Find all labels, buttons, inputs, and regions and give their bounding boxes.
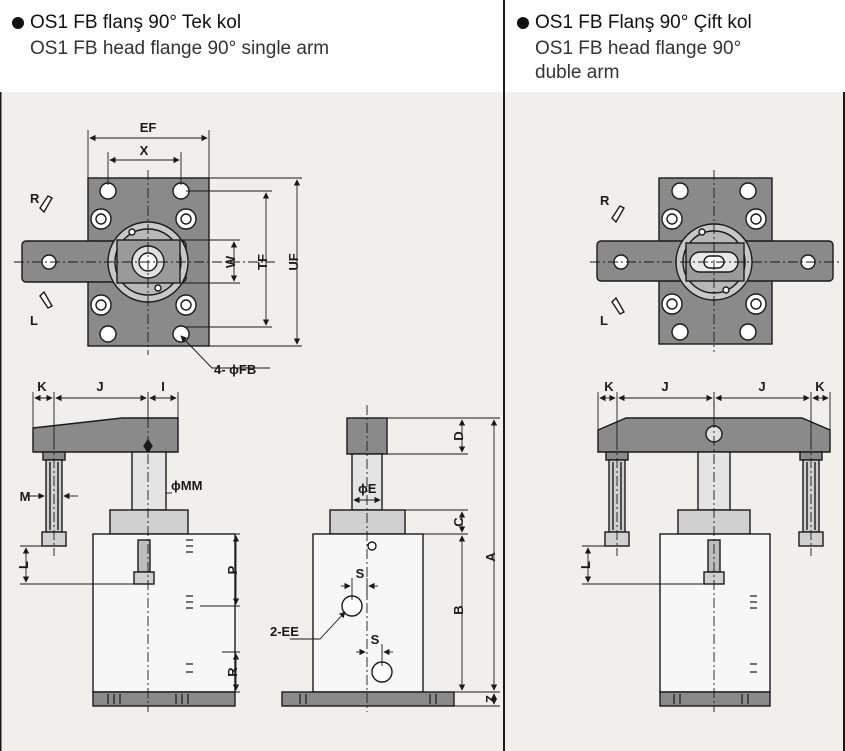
left-top-dimensions: [87, 130, 302, 369]
bullet-icon: [517, 17, 529, 29]
label-d: D: [451, 431, 466, 440]
right-panel-header: OS1 FB Flanş 90° Çift kol OS1 FB head fl…: [505, 0, 845, 92]
label-j-right-a: J: [661, 379, 668, 394]
label-l-right-front: L: [578, 561, 593, 569]
label-i: I: [161, 379, 165, 394]
label-p: P: [225, 565, 240, 574]
label-j-left: J: [96, 379, 103, 394]
label-uf: UF: [286, 253, 301, 270]
left-side-dimensions: [290, 417, 500, 707]
left-panel-title: OS1 FB flanş 90° Tek kol: [30, 12, 242, 33]
label-z: Z: [483, 695, 498, 703]
label-k-right-b: K: [815, 379, 825, 394]
label-tf: TF: [255, 254, 270, 270]
left-panel-subtitle: OS1 FB head flange 90° single arm: [30, 38, 330, 59]
label-r-left: R: [30, 191, 40, 206]
label-j-right-b: J: [758, 379, 765, 394]
label-2-ee: 2-EE: [270, 624, 299, 639]
label-k-right-a: K: [604, 379, 614, 394]
left-front-view: [32, 400, 236, 712]
right-top-view: [590, 170, 840, 352]
dimension-labels: EF X R L W TF UF 4- ϕFB K J I M ϕMM L P …: [16, 120, 825, 703]
right-panel-subtitle-line1: OS1 FB head flange 90°: [535, 38, 742, 59]
label-4-fb: 4- ϕFB: [214, 362, 256, 377]
label-s-lower: S: [371, 632, 380, 647]
label-b: B: [451, 605, 466, 614]
label-w: W: [223, 255, 238, 268]
right-panel-subtitle-line2: duble arm: [535, 62, 620, 83]
bullet-icon: [12, 17, 24, 29]
left-front-dimensions: [20, 392, 240, 693]
label-m: M: [20, 489, 31, 504]
label-c: C: [451, 517, 466, 527]
left-top-view: [14, 170, 275, 355]
label-r-right: R: [600, 193, 610, 208]
label-l-left: L: [30, 313, 38, 328]
left-panel-header: OS1 FB flanş 90° Tek kol OS1 FB head fla…: [0, 0, 503, 92]
label-x: X: [140, 143, 149, 158]
label-a: A: [483, 552, 498, 562]
label-ef: EF: [140, 120, 157, 135]
label-mm: ϕMM: [171, 478, 202, 493]
right-front-view: [597, 400, 831, 712]
label-l-front: L: [16, 561, 31, 569]
right-panel-title: OS1 FB Flanş 90° Çift kol: [535, 12, 752, 33]
label-k-left: K: [37, 379, 47, 394]
right-front-dimensions: [582, 392, 831, 585]
label-l-right: L: [600, 313, 608, 328]
label-e: ϕE: [358, 481, 377, 496]
label-r-front: R: [225, 667, 240, 677]
left-side-view: [281, 405, 455, 712]
label-s-upper: S: [356, 566, 365, 581]
